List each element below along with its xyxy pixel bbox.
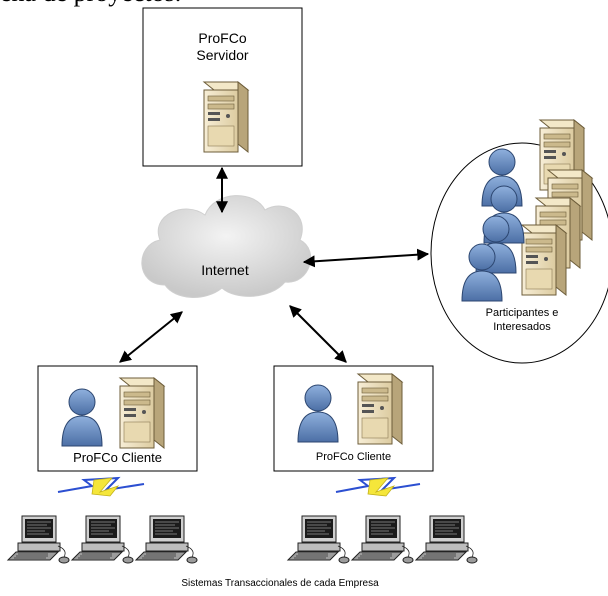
lightning-link-icon bbox=[335, 476, 421, 497]
client-right-label: ProFCo Cliente bbox=[315, 451, 392, 463]
client-box-right bbox=[273, 365, 434, 472]
lightning-link-icon bbox=[57, 476, 145, 497]
client-left-label: ProFCo Cliente bbox=[73, 450, 162, 465]
cloud-icon bbox=[141, 195, 312, 298]
desktop-workstation-icon bbox=[7, 515, 478, 564]
client-box-left bbox=[37, 365, 198, 472]
arrow-internet-client-left bbox=[119, 311, 183, 363]
server-tower-icon bbox=[357, 373, 403, 445]
server-tower-icon bbox=[119, 377, 165, 449]
internet-label: Internet bbox=[201, 262, 249, 278]
server-title-line1: ProFCo bbox=[198, 30, 247, 46]
server-title-line2: Servidor bbox=[196, 47, 249, 63]
caption-fragment: ena de proyectos. bbox=[0, 0, 181, 8]
participants-label-line2: Interesados bbox=[493, 321, 551, 333]
participants-label: Participantes e Interesados bbox=[460, 306, 584, 334]
server-title: ProFCo Servidor bbox=[143, 30, 302, 64]
arrow-internet-client-right bbox=[289, 305, 347, 363]
footer-label: Sistemas Transaccionales de cada Empresa bbox=[181, 578, 379, 589]
arrow-internet-participants bbox=[302, 248, 430, 268]
participants-label-line1: Participantes e bbox=[485, 307, 559, 319]
server-tower-icon bbox=[203, 81, 249, 153]
